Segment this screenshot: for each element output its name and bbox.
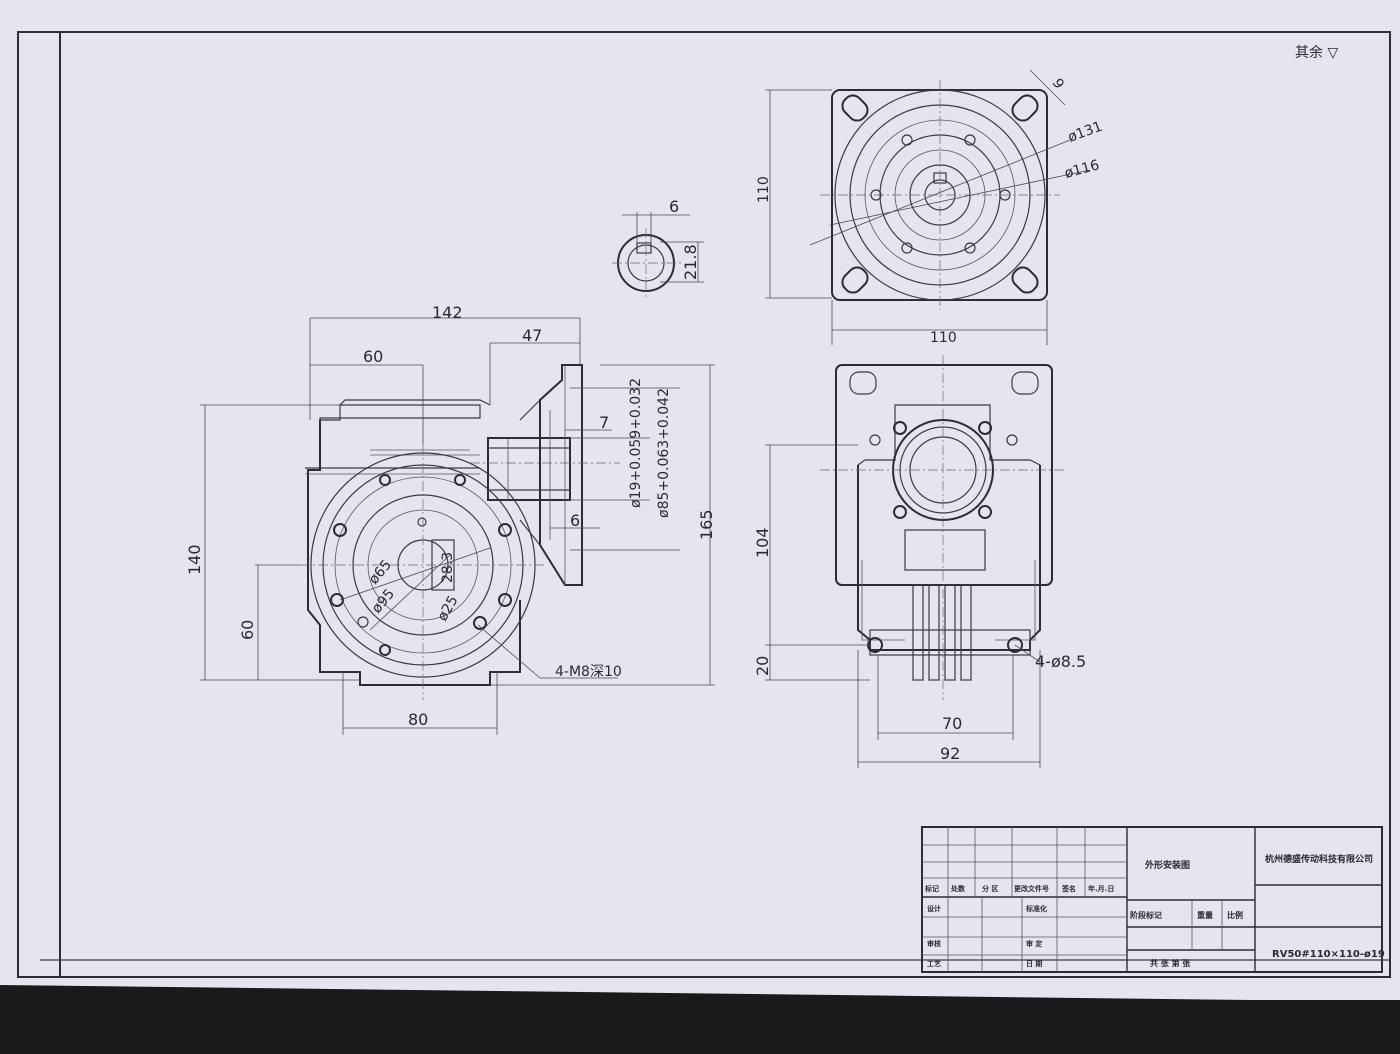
mid-label-date: 日 期 xyxy=(1026,959,1042,968)
dim-key-height: 21.8 xyxy=(681,244,700,280)
mid-label-standard: 标准化 xyxy=(1025,904,1047,913)
dim-height-140: 140 xyxy=(185,544,204,575)
sheet-label: 共 张 第 张 xyxy=(1150,958,1191,968)
dim-flange-width-110: 110 xyxy=(930,330,957,346)
dim-thread-callout: 4-M8深10 xyxy=(555,664,622,680)
dim-spigot-tolerance: ø85+0.063+0.042 xyxy=(656,388,672,518)
col-header-count: 处数 xyxy=(950,884,966,893)
dim-center-60: 60 xyxy=(238,620,257,640)
dim-height-165: 165 xyxy=(697,509,716,540)
col-header-mark: 标记 xyxy=(924,884,939,893)
dim-width-47: 47 xyxy=(522,326,542,345)
corner-mark: 其余 ▽ xyxy=(1295,44,1338,61)
col-header-change-doc: 更改文件号 xyxy=(1014,884,1049,893)
row-label-process: 工艺 xyxy=(927,959,941,968)
dim-width-60: 60 xyxy=(363,347,383,366)
dim-front-width-70: 70 xyxy=(942,714,962,733)
dim-overall-width: 142 xyxy=(432,303,463,322)
dim-front-width-92: 92 xyxy=(940,744,960,763)
dim-mount-holes: 4-ø8.5 xyxy=(1035,652,1086,671)
dim-front-height-104: 104 xyxy=(753,527,772,558)
front-bolt-holes xyxy=(867,421,1023,653)
col-header-zone: 分 区 xyxy=(982,884,998,893)
company-name: 杭州德盛传动科技有限公司 xyxy=(1265,853,1373,865)
drawing-title: 外形安装图 xyxy=(1144,859,1190,871)
front-view: 104 20 70 92 4-ø8.5 xyxy=(753,355,1086,768)
dim-flange-7: 7 xyxy=(599,413,609,432)
dim-key-28-3: 28.3 xyxy=(440,552,456,583)
paper xyxy=(0,0,1400,1000)
cooling-fins xyxy=(912,584,972,681)
title-block: 外形安装图 杭州德盛传动科技有限公司 RV50#110×110-ø19 标记 处… xyxy=(921,826,1385,973)
flange-corner-holes xyxy=(841,94,1039,294)
stage-header-mark: 阶段标记 xyxy=(1130,910,1162,920)
col-header-date: 年.月.日 xyxy=(1088,884,1114,893)
model-number: RV50#110×110-ø19 xyxy=(1272,949,1385,960)
col-header-signature: 签名 xyxy=(1061,884,1076,893)
dim-front-height-20: 20 xyxy=(753,656,772,676)
outer-border xyxy=(17,31,1391,978)
stage-header-weight: 重量 xyxy=(1197,910,1213,920)
shaft-section-view: 6 21.8 xyxy=(612,197,704,298)
dim-6: 6 xyxy=(570,511,580,530)
side-view: 142 60 47 7 ø19+0.059+0.032 ø85+0.063+0.… xyxy=(185,303,716,735)
stage-header-scale: 比例 xyxy=(1227,910,1243,920)
dim-base-80: 80 xyxy=(408,710,428,729)
dim-key-width: 6 xyxy=(669,197,679,216)
row-label-design: 设计 xyxy=(927,904,941,913)
wheel-bolt-holes xyxy=(330,474,512,656)
row-label-review: 审核 xyxy=(927,939,941,948)
mid-label-approve: 审 定 xyxy=(1026,939,1042,948)
dim-flange-height-110: 110 xyxy=(756,176,772,203)
dim-bore-tolerance: ø19+0.059+0.032 xyxy=(628,378,644,508)
